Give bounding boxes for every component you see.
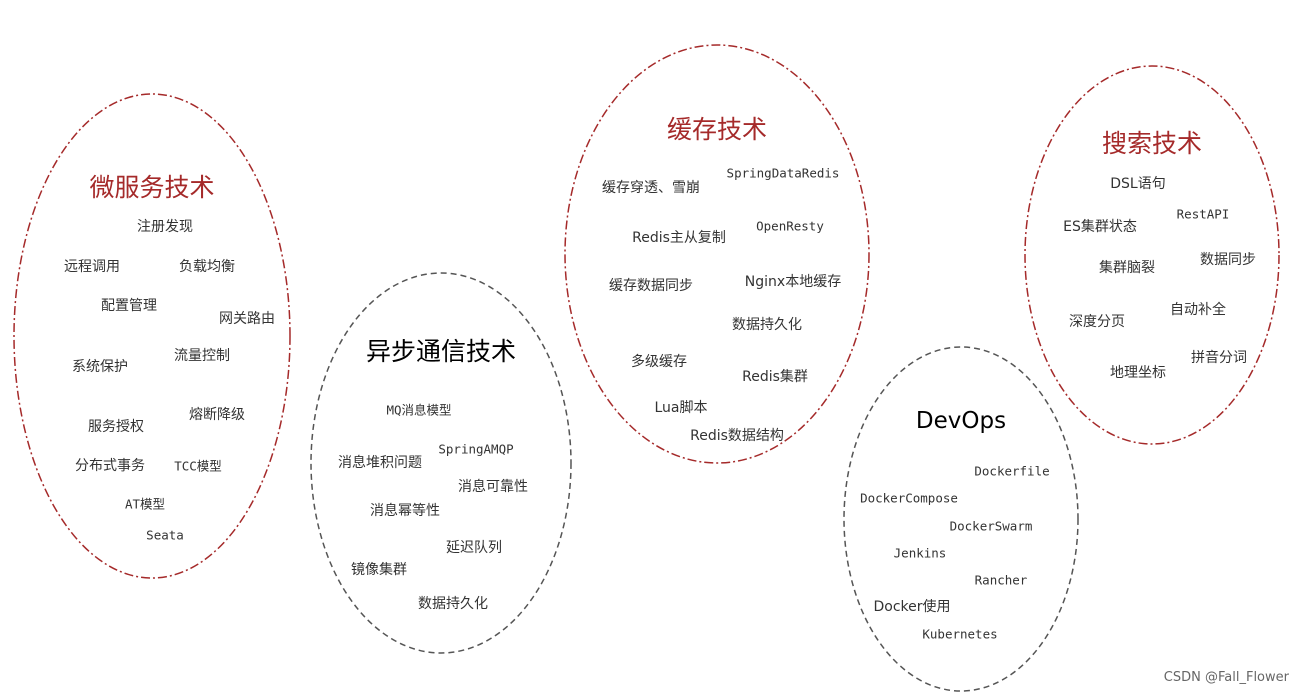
cache-item: 缓存数据同步: [609, 278, 693, 294]
async-item: SpringAMQP: [438, 441, 514, 457]
devops-item: Dockerfile: [974, 463, 1050, 479]
async-item: 消息幂等性: [370, 503, 440, 519]
microservice-item: 系统保护: [72, 359, 128, 375]
cache-item: SpringDataRedis: [726, 165, 840, 181]
async-title: 异步通信技术: [365, 337, 517, 366]
cache-title: 缓存技术: [666, 115, 768, 144]
search-title: 搜索技术: [1101, 129, 1203, 158]
microservice-item: 配置管理: [101, 298, 157, 314]
microservice-ellipse: [13, 93, 291, 579]
cache-item: Lua脚本: [654, 400, 708, 416]
microservice-item: 熔断降级: [189, 407, 245, 423]
devops-item: DockerCompose: [860, 490, 958, 506]
async-item: MQ消息模型: [386, 402, 452, 418]
search-item: 自动补全: [1170, 302, 1226, 318]
cache-item: Redis主从复制: [632, 230, 726, 246]
microservice-item: 注册发现: [137, 219, 193, 235]
microservice-item: Seata: [146, 527, 184, 543]
microservice-title: 微服务技术: [89, 173, 215, 202]
microservice-item: 网关路由: [219, 311, 275, 327]
cache-item: Redis集群: [742, 369, 808, 385]
microservice-item: 分布式事务: [75, 458, 145, 474]
microservice-item: 流量控制: [174, 348, 230, 364]
search-item: RestAPI: [1176, 206, 1230, 222]
devops-item: DockerSwarm: [949, 518, 1033, 534]
cache-item: 缓存穿透、雪崩: [602, 180, 700, 196]
devops-item: Docker使用: [873, 599, 951, 615]
devops-item: Rancher: [974, 572, 1028, 588]
async-item: 镜像集群: [351, 562, 407, 578]
devops-item: Jenkins: [893, 545, 947, 561]
devops-title: DevOps: [915, 408, 1007, 434]
search-item: DSL语句: [1110, 176, 1166, 192]
async-item: 消息可靠性: [458, 479, 528, 495]
search-item: 深度分页: [1069, 314, 1125, 330]
search-item: 集群脑裂: [1099, 260, 1155, 276]
search-ellipse: [1024, 65, 1280, 445]
microservice-item: 服务授权: [88, 419, 144, 435]
search-item: 数据同步: [1200, 252, 1256, 268]
microservice-item: TCC模型: [174, 458, 222, 474]
async-item: 数据持久化: [418, 596, 488, 612]
cache-item: OpenResty: [756, 218, 824, 234]
microservice-item: AT模型: [124, 496, 166, 512]
cache-item: Redis数据结构: [690, 428, 784, 444]
async-item: 延迟队列: [446, 540, 502, 556]
search-item: ES集群状态: [1063, 219, 1137, 235]
cache-item: 多级缓存: [631, 354, 687, 370]
search-item: 拼音分词: [1191, 350, 1247, 366]
cache-item: 数据持久化: [732, 317, 802, 333]
devops-item: Kubernetes: [922, 626, 998, 642]
async-item: 消息堆积问题: [338, 455, 422, 471]
cache-ellipse: [564, 44, 870, 464]
cache-item: Nginx本地缓存: [744, 274, 842, 290]
devops-ellipse: [843, 346, 1079, 692]
microservice-item: 负载均衡: [179, 259, 235, 275]
search-item: 地理坐标: [1110, 365, 1166, 381]
watermark: CSDN @Fall_Flower: [1163, 670, 1289, 685]
async-ellipse: [310, 272, 572, 654]
microservice-item: 远程调用: [64, 259, 120, 275]
